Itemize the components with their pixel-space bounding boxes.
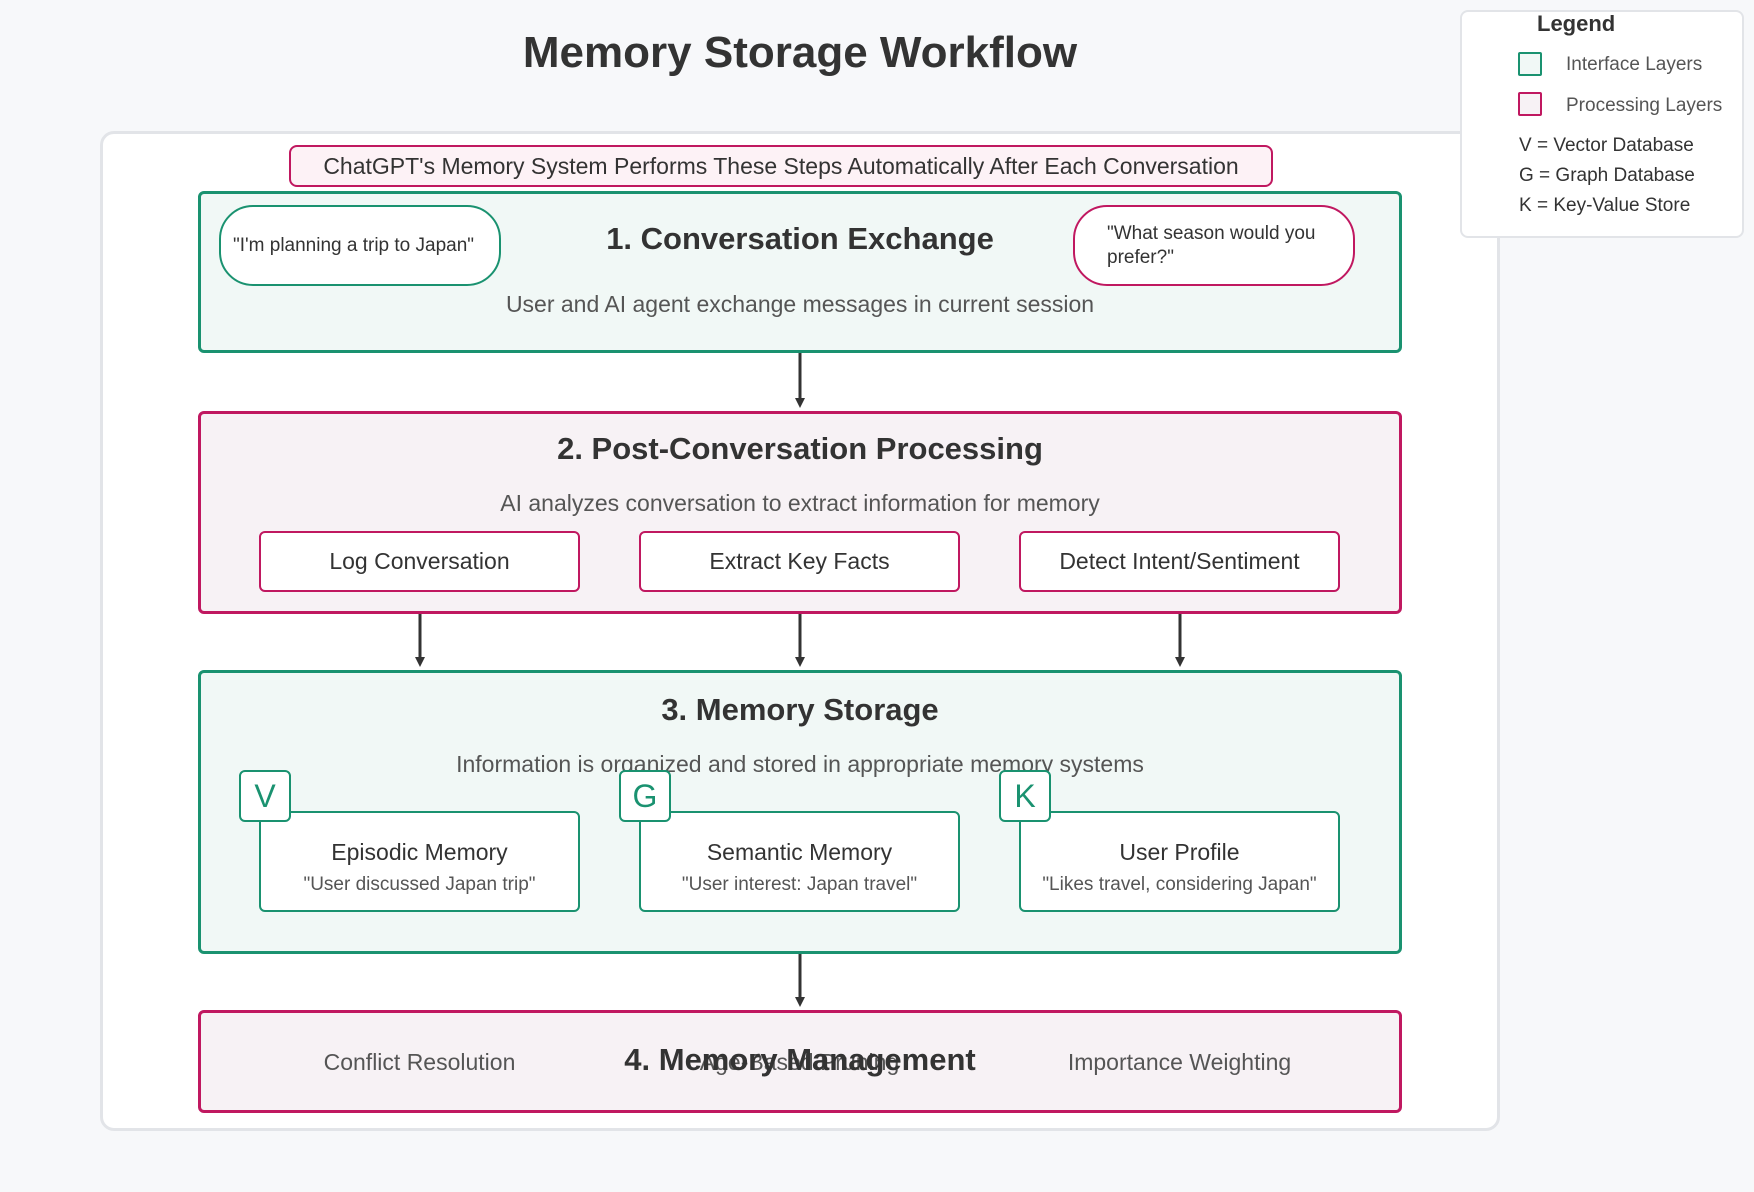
episodic-memory-store: Episodic Memory "User discussed Japan tr… — [259, 811, 580, 912]
episodic-memory-example: "User discussed Japan trip" — [303, 874, 536, 895]
user-profile-name: User Profile — [1119, 839, 1240, 865]
importance-weighting-item: Importance Weighting — [1067, 1049, 1292, 1075]
user-message-bubble: "I'm planning a trip to Japan" — [219, 205, 501, 286]
extract-key-facts-step: Extract Key Facts — [639, 531, 960, 592]
key-value-store-badge: K — [999, 770, 1051, 822]
user-profile-example: "Likes travel, considering Japan" — [1042, 874, 1317, 895]
stage2-description: AI analyzes conversation to extract info… — [500, 490, 1100, 516]
log-conversation-step: Log Conversation — [259, 531, 580, 592]
stage2-title: 2. Post-Conversation Processing — [557, 431, 1043, 466]
semantic-memory-store: Semantic Memory "User interest: Japan tr… — [639, 811, 960, 912]
conflict-resolution-item: Conflict Resolution — [323, 1049, 516, 1075]
stage4-title: 4. Memory Management — [624, 1042, 976, 1077]
legend-interface-label: Interface Layers — [1566, 54, 1703, 75]
stage1-description: User and AI agent exchange messages in c… — [505, 291, 1095, 317]
automation-banner: ChatGPT's Memory System Performs These S… — [289, 145, 1273, 187]
user-profile-store: User Profile "Likes travel, considering … — [1019, 811, 1340, 912]
user-message-text: "I'm planning a trip to Japan" — [233, 234, 475, 256]
stage1-title: 1. Conversation Exchange — [606, 221, 994, 256]
detect-intent-step: Detect Intent/Sentiment — [1019, 531, 1340, 592]
vector-database-badge: V — [239, 770, 291, 822]
processing-layer-swatch — [1518, 92, 1542, 116]
ai-message-text: "What season would you prefer?" — [1107, 222, 1316, 268]
legend-key-keyvalue: K = Key-Value Store — [1519, 195, 1691, 216]
legend-key-graph: G = Graph Database — [1519, 165, 1695, 186]
interface-layer-swatch — [1518, 52, 1542, 76]
stage3-title: 3. Memory Storage — [661, 692, 939, 727]
semantic-memory-example: "User interest: Japan travel" — [681, 874, 918, 895]
legend-processing-label: Processing Layers — [1566, 95, 1723, 116]
episodic-memory-name: Episodic Memory — [331, 839, 508, 865]
graph-database-badge: G — [619, 770, 671, 822]
page-title: Memory Storage Workflow — [522, 28, 1078, 77]
legend-key-vector: V = Vector Database — [1519, 135, 1694, 156]
age-based-pruning-item: Age-Based Pruning — [699, 1049, 900, 1075]
legend-title: Legend — [1537, 11, 1616, 36]
semantic-memory-name: Semantic Memory — [706, 839, 893, 865]
stage-memory-management — [198, 1010, 1402, 1113]
ai-message-bubble: "What season would you prefer?" — [1073, 205, 1355, 286]
legend-panel — [1460, 10, 1744, 238]
